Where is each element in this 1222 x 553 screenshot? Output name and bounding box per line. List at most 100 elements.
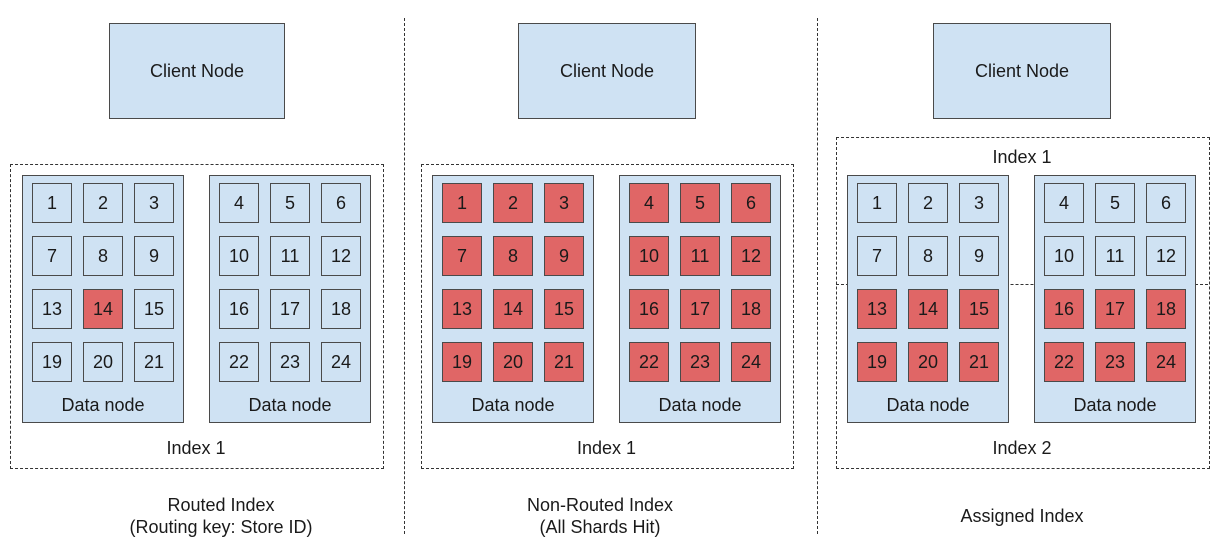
shard-10: 10 <box>219 236 259 276</box>
shard-7: 7 <box>32 236 72 276</box>
shard-13: 13 <box>442 289 482 329</box>
shard-3: 3 <box>134 183 174 223</box>
shard-9: 9 <box>544 236 584 276</box>
caption-line-2: (All Shards Hit) <box>539 517 661 537</box>
data-node-label: Data node <box>886 395 970 415</box>
shard-16: 16 <box>629 289 669 329</box>
shard-24: 24 <box>731 342 771 382</box>
shard-2: 2 <box>908 183 948 223</box>
index-split-line <box>836 284 1208 285</box>
shard-23: 23 <box>1095 342 1135 382</box>
panel-caption: Non-Routed Index(All Shards Hit) <box>450 494 750 538</box>
shard-7: 7 <box>857 236 897 276</box>
shard-16: 16 <box>1044 289 1084 329</box>
shard-21: 21 <box>544 342 584 382</box>
shard-21: 21 <box>959 342 999 382</box>
shard-1: 1 <box>442 183 482 223</box>
shard-20: 20 <box>493 342 533 382</box>
divider-2 <box>817 18 818 534</box>
shard-6: 6 <box>731 183 771 223</box>
caption-line-2: (Routing key: Store ID) <box>129 517 313 537</box>
shard-1: 1 <box>857 183 897 223</box>
caption-line-1: Routed Index <box>167 495 275 515</box>
index-boundary <box>836 137 1210 469</box>
shard-11: 11 <box>680 236 720 276</box>
shard-23: 23 <box>270 342 310 382</box>
shard-13: 13 <box>857 289 897 329</box>
shard-22: 22 <box>1044 342 1084 382</box>
shard-19: 19 <box>442 342 482 382</box>
shard-17: 17 <box>1095 289 1135 329</box>
shard-10: 10 <box>1044 236 1084 276</box>
shard-17: 17 <box>270 289 310 329</box>
shard-1: 1 <box>32 183 72 223</box>
shard-14: 14 <box>83 289 123 329</box>
shard-17: 17 <box>680 289 720 329</box>
shard-11: 11 <box>270 236 310 276</box>
shard-18: 18 <box>321 289 361 329</box>
shard-4: 4 <box>1044 183 1084 223</box>
data-node-label: Data node <box>471 395 555 415</box>
shard-14: 14 <box>908 289 948 329</box>
shard-12: 12 <box>731 236 771 276</box>
shard-5: 5 <box>270 183 310 223</box>
client-node: Client Node <box>109 23 285 119</box>
shard-22: 22 <box>219 342 259 382</box>
shard-24: 24 <box>321 342 361 382</box>
shard-7: 7 <box>442 236 482 276</box>
shard-24: 24 <box>1146 342 1186 382</box>
shard-18: 18 <box>731 289 771 329</box>
shard-20: 20 <box>83 342 123 382</box>
shard-2: 2 <box>493 183 533 223</box>
client-node: Client Node <box>933 23 1111 119</box>
data-node-label: Data node <box>1073 395 1157 415</box>
data-node-label: Data node <box>658 395 742 415</box>
shard-19: 19 <box>857 342 897 382</box>
shard-23: 23 <box>680 342 720 382</box>
shard-22: 22 <box>629 342 669 382</box>
index-label-bottom: Index 1 <box>576 438 637 458</box>
shard-5: 5 <box>1095 183 1135 223</box>
shard-21: 21 <box>134 342 174 382</box>
panel-caption: Routed Index(Routing key: Store ID) <box>71 494 371 538</box>
shard-19: 19 <box>32 342 72 382</box>
shard-8: 8 <box>83 236 123 276</box>
index-boundary <box>10 164 384 469</box>
shard-20: 20 <box>908 342 948 382</box>
index-label-bottom: Index 2 <box>992 438 1052 458</box>
shard-12: 12 <box>1146 236 1186 276</box>
shard-6: 6 <box>321 183 361 223</box>
shard-2: 2 <box>83 183 123 223</box>
shard-14: 14 <box>493 289 533 329</box>
data-node-label: Data node <box>61 395 145 415</box>
shard-15: 15 <box>134 289 174 329</box>
shard-9: 9 <box>134 236 174 276</box>
shard-9: 9 <box>959 236 999 276</box>
shard-3: 3 <box>959 183 999 223</box>
index-label-bottom: Index 1 <box>166 438 226 458</box>
data-node-label: Data node <box>248 395 332 415</box>
shard-16: 16 <box>219 289 259 329</box>
shard-3: 3 <box>544 183 584 223</box>
shard-4: 4 <box>629 183 669 223</box>
shard-13: 13 <box>32 289 72 329</box>
shard-8: 8 <box>493 236 533 276</box>
index-boundary <box>421 164 794 469</box>
caption-line-2: Assigned Index <box>960 506 1084 526</box>
shard-12: 12 <box>321 236 361 276</box>
shard-5: 5 <box>680 183 720 223</box>
shard-6: 6 <box>1146 183 1186 223</box>
shard-15: 15 <box>959 289 999 329</box>
panel-caption: Assigned Index <box>872 505 1172 527</box>
caption-line-1: Non-Routed Index <box>526 495 674 515</box>
divider-1 <box>404 18 405 534</box>
shard-10: 10 <box>629 236 669 276</box>
shard-11: 11 <box>1095 236 1135 276</box>
shard-18: 18 <box>1146 289 1186 329</box>
shard-15: 15 <box>544 289 584 329</box>
